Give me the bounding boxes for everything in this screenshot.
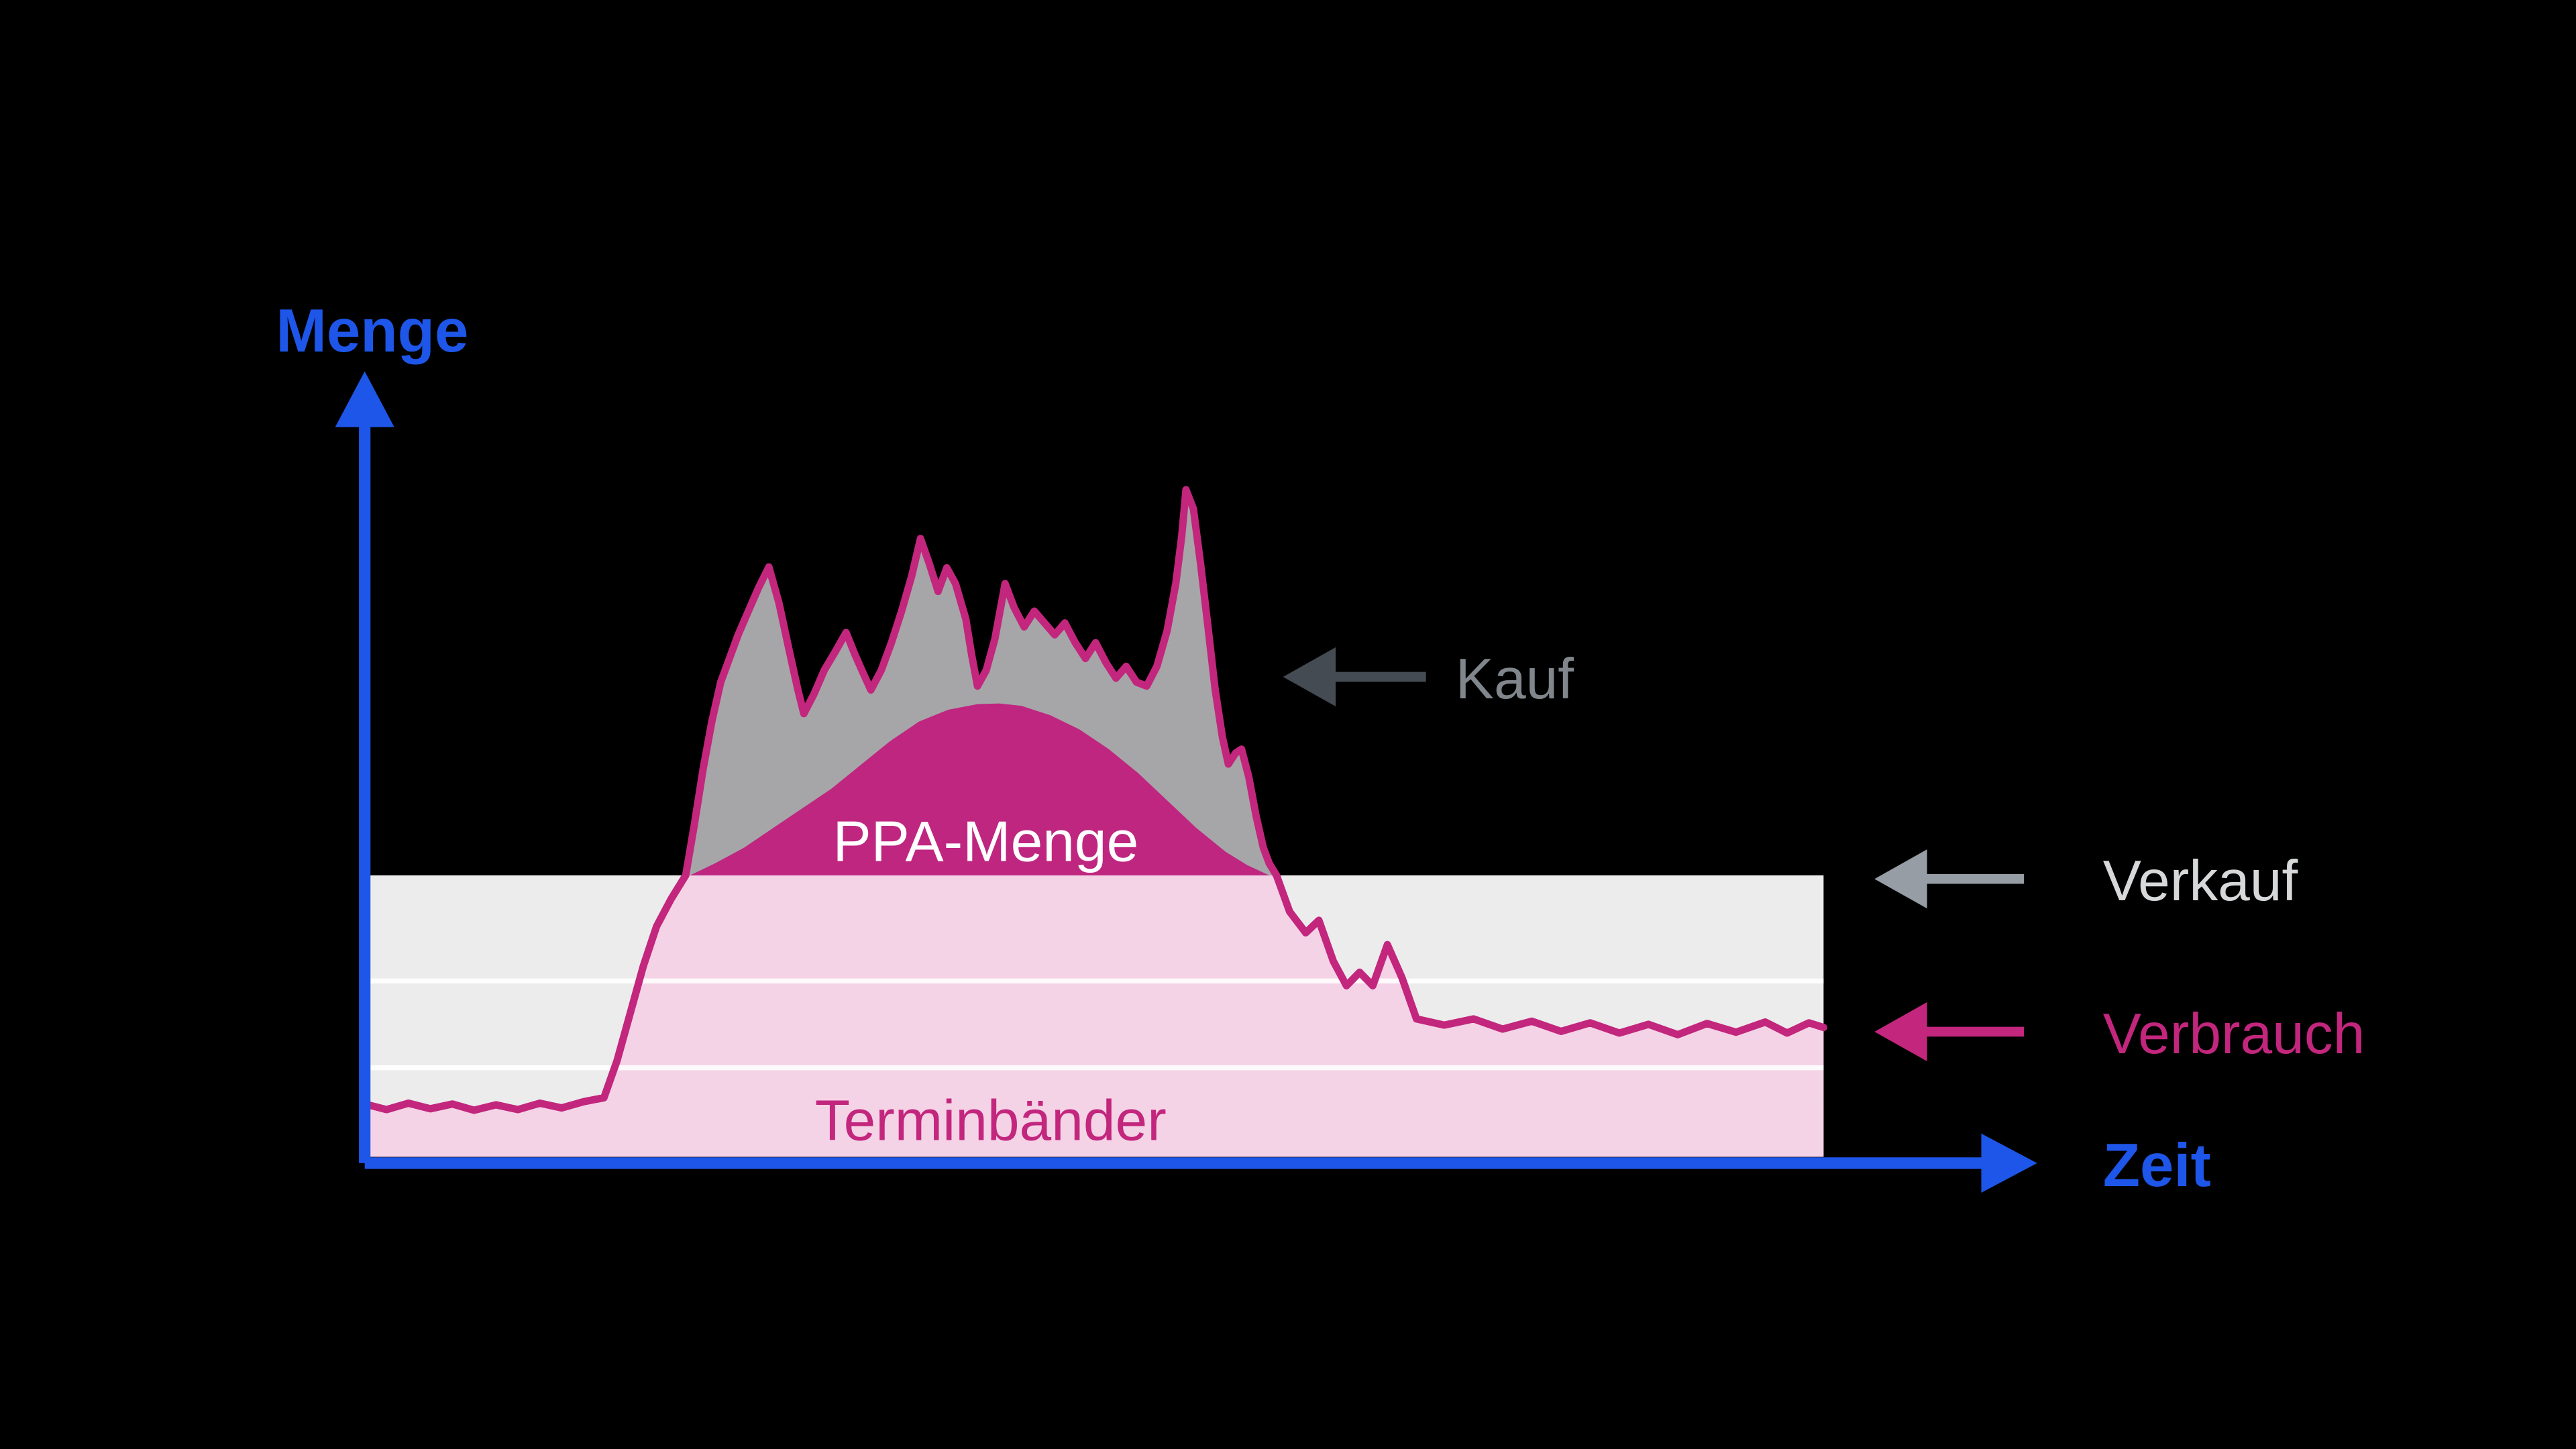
y-axis xyxy=(335,371,394,1163)
kauf-label: Kauf xyxy=(1456,647,1574,711)
consumption-fill-area xyxy=(364,875,1824,1157)
x-axis xyxy=(364,1133,2037,1193)
verbrauch-annotation: Verbrauch xyxy=(1874,1002,2365,1066)
terminbaender-label: Terminbänder xyxy=(815,1089,1167,1153)
kauf-annotation: Kauf xyxy=(1283,647,1574,711)
x-axis-arrowhead-icon xyxy=(1981,1133,2037,1193)
consumption-fill-group xyxy=(364,875,1824,1157)
consumption-line xyxy=(361,486,1827,1114)
ppa-area-label: PPA-Menge xyxy=(833,809,1139,873)
y-axis-arrowhead-icon xyxy=(335,371,394,427)
ppa-area xyxy=(690,703,1270,875)
verkauf-annotation: Verkauf xyxy=(1874,849,2298,913)
verkauf-label: Verkauf xyxy=(2103,849,2298,913)
kauf-arrow-left-icon xyxy=(1283,647,1336,707)
verbrauch-arrow-left-icon xyxy=(1874,1002,1927,1062)
verkauf-arrow-left-icon xyxy=(1874,849,1927,909)
verbrauch-label: Verbrauch xyxy=(2103,1002,2365,1066)
x-axis-label: Zeit xyxy=(2103,1132,2211,1199)
y-axis-label: Menge xyxy=(276,297,468,365)
